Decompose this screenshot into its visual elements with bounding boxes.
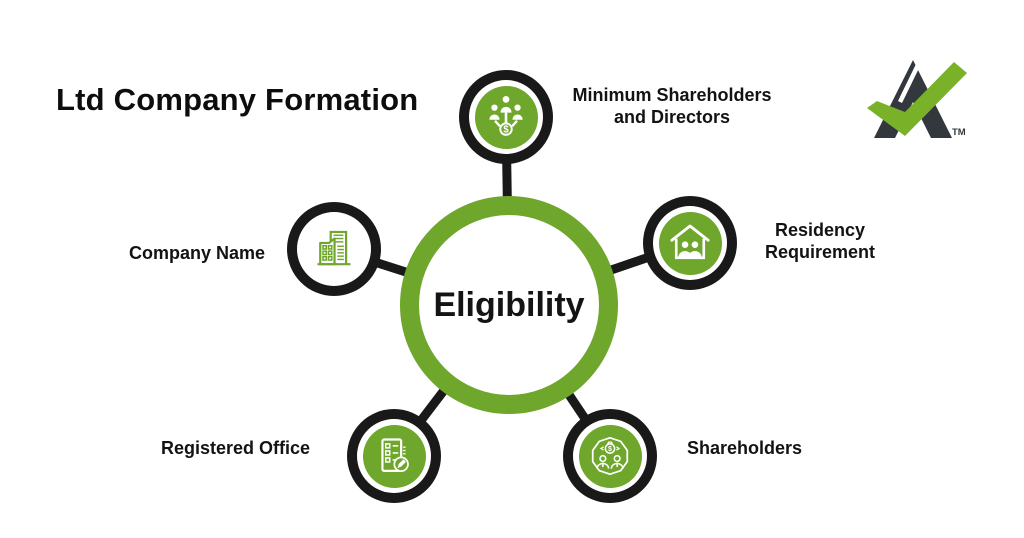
- center-eligibility-node: Eligibility: [400, 196, 618, 414]
- a-checkmark-logo: TM: [867, 60, 967, 138]
- page-title: Ltd Company Formation: [56, 82, 419, 117]
- node-core: [658, 211, 722, 275]
- office-buildings-icon: [317, 230, 351, 266]
- label-company-name: Company Name: [128, 243, 265, 263]
- node-core: $: [578, 424, 642, 488]
- node-core: $: [474, 85, 538, 149]
- label-residency-requirement: Residency Requirement: [764, 220, 876, 262]
- house-family-icon: [670, 224, 710, 260]
- node-core: [302, 217, 366, 281]
- node-registered-office: [347, 409, 441, 503]
- badge-shareholders-icon: $: [591, 436, 629, 476]
- node-ring: [653, 206, 727, 280]
- node-ring: $: [573, 419, 647, 493]
- node-shareholders: $: [563, 409, 657, 503]
- center-label: Eligibility: [433, 285, 585, 324]
- node-company-name: [287, 202, 381, 296]
- node-ring: [297, 212, 371, 286]
- svg-text:$: $: [608, 445, 612, 453]
- node-core: [362, 424, 426, 488]
- label-registered-office: Registered Office: [160, 438, 310, 458]
- node-ring: $: [469, 80, 543, 154]
- people-dollar-icon: $: [489, 95, 523, 136]
- node-residency: [643, 196, 737, 290]
- node-ring: [357, 419, 431, 493]
- logo-slit: [897, 62, 922, 103]
- logo-trademark: TM: [952, 127, 966, 138]
- svg-text:$: $: [503, 125, 509, 136]
- checklist-pencil-icon: [381, 438, 409, 472]
- label-minimum-shareholders: Minimum Shareholders and Directors: [572, 85, 772, 127]
- logo-checkmark-icon: [867, 62, 967, 136]
- label-shareholders: Shareholders: [687, 438, 803, 458]
- node-minimum-shareholders: $: [459, 70, 553, 164]
